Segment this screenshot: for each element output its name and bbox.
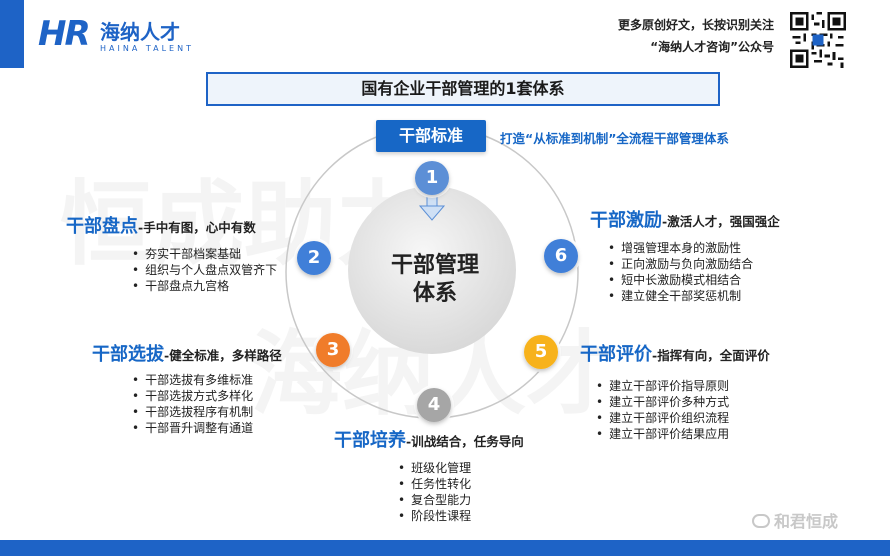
section-jili-title: 干部激励-激活人才，强国强企 [590, 210, 780, 231]
section-xuanba-title: 干部选拔-健全标准，多样路径 [92, 344, 282, 365]
node-circle-3 [316, 333, 350, 367]
section-pandian-title: 干部盘点-手中有图，心中有数 [66, 216, 256, 237]
list-item: 建立干部评价组织流程 [596, 410, 729, 426]
section-jili-list: 增强管理本身的激励性 正向激励与负向激励结合 短中长激励模式相结合 建立健全干部… [608, 240, 753, 304]
center-label: 干部管理 体系 [390, 253, 479, 306]
promo-text: 更多原创好文，长按识别关注 “海纳人才咨询”公众号 [618, 14, 774, 58]
list-item: 建立干部评价结果应用 [596, 426, 729, 442]
promo-line-2: “海纳人才咨询”公众号 [650, 40, 774, 54]
node-circle-4 [417, 388, 451, 422]
logo-english: HAINA TALENT [100, 44, 194, 53]
list-item: 干部晋升调整有通道 [132, 420, 253, 436]
list-item: 任务性转化 [398, 476, 471, 492]
list-item: 干部选拔程序有机制 [132, 404, 253, 420]
logo-mark: HR [38, 14, 91, 54]
center-circle [348, 186, 516, 354]
footer-brand: 和君恒成 [752, 508, 838, 532]
node-circle-2 [297, 241, 331, 275]
node-circle-1 [415, 161, 449, 195]
qr-code-icon [790, 12, 846, 68]
list-item: 增强管理本身的激励性 [608, 240, 753, 256]
section-peiyang-title: 干部培养-训战结合，任务导向 [334, 430, 524, 451]
haina-talent-logo: HR 海纳人才 HAINA TALENT [38, 14, 198, 54]
promo-line-1: 更多原创好文，长按识别关注 [617, 18, 774, 32]
list-item: 干部选拔方式多样化 [132, 388, 253, 404]
list-item: 建立健全干部奖惩机制 [608, 288, 753, 304]
list-item: 组织与个人盘点双管齐下 [132, 262, 277, 278]
node-circle-6 [544, 239, 578, 273]
list-item: 建立干部评价多种方式 [596, 394, 729, 410]
section-pingjia-list: 建立干部评价指导原则 建立干部评价多种方式 建立干部评价组织流程 建立干部评价结… [596, 378, 729, 442]
logo-name: 海纳人才 [100, 20, 180, 44]
list-item: 阶段性课程 [398, 508, 471, 524]
wechat-icon [752, 514, 770, 528]
list-item: 复合型能力 [398, 492, 471, 508]
standard-subtitle: 打造“从标准到机制”全流程干部管理体系 [500, 131, 729, 146]
section-pandian-list: 夯实干部档案基础 组织与个人盘点双管齐下 干部盘点九宫格 [132, 246, 277, 294]
node-number-6: 6 [554, 245, 568, 266]
list-item: 干部盘点九宫格 [132, 278, 277, 294]
header-accent-bar [0, 0, 24, 68]
node-number-3: 3 [326, 339, 340, 360]
list-item: 建立干部评价指导原则 [596, 378, 729, 394]
section-peiyang-list: 班级化管理 任务性转化 复合型能力 阶段性课程 [398, 460, 471, 524]
standard-label: 干部标准 [376, 120, 486, 152]
list-item: 正向激励与负向激励结合 [608, 256, 753, 272]
list-item: 夯实干部档案基础 [132, 246, 277, 262]
node-number-1: 1 [425, 167, 439, 188]
list-item: 短中长激励模式相结合 [608, 272, 753, 288]
page-title: 国有企业干部管理的1套体系 [206, 72, 720, 106]
node-number-4: 4 [427, 394, 441, 415]
list-item: 班级化管理 [398, 460, 471, 476]
node-number-2: 2 [307, 247, 321, 268]
section-xuanba-list: 干部选拔有多维标准 干部选拔方式多样化 干部选拔程序有机制 干部晋升调整有通道 [132, 372, 253, 436]
node-circle-5 [524, 335, 558, 369]
section-pingjia-title: 干部评价-指挥有向，全面评价 [580, 344, 770, 365]
down-arrow-icon [418, 191, 446, 221]
node-number-5: 5 [534, 341, 548, 362]
footer-bar [0, 540, 890, 556]
list-item: 干部选拔有多维标准 [132, 372, 253, 388]
